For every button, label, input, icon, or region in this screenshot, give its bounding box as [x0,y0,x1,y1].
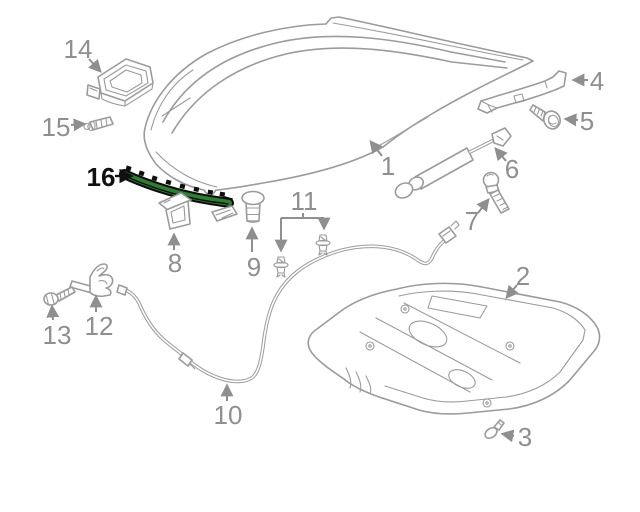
part-label-5: 5 [580,106,594,136]
part-label-15: 15 [42,112,71,142]
part-label-14: 14 [64,34,93,64]
safety-catch-hook-drawing [69,263,114,298]
part-label-1: 1 [381,151,395,181]
hinge-screw-drawing [529,104,561,130]
strut-ball-stud-drawing [482,171,510,214]
callout-arrows [46,58,588,443]
hood-release-cable-drawing [116,220,460,384]
part-label-9: 9 [247,252,261,282]
underhood-lamp-drawing [86,58,154,107]
clip-bracket-drawing [158,192,192,230]
part-label-2: 2 [516,261,530,291]
callout-labels: 1 2 3 4 5 6 7 8 9 10 11 12 13 14 15 16 [42,34,605,452]
part-label-11: 11 [291,186,318,216]
part-label-13: 13 [43,320,72,350]
latch-plate-detail [211,205,238,222]
hood-hinge-drawing [477,70,567,114]
hood-seal-weatherstrip-highlighted [119,165,234,208]
part-label-10: 10 [214,400,243,430]
pad-push-pin-drawing [484,419,505,440]
part-label-7: 7 [465,206,479,236]
latch-bolt-drawing [43,286,76,306]
hood-lift-strut-drawing [394,127,512,199]
hood-bump-stop-drawing [241,190,265,223]
part-label-6: 6 [505,154,519,184]
part-label-8: 8 [168,248,182,278]
part-label-12: 12 [85,311,114,341]
part-label-16-highlighted: 16 [87,162,116,192]
hood-insulation-pad-drawing [307,282,601,415]
cable-clips-drawing [273,213,331,278]
part-label-3: 3 [518,422,532,452]
part-label-4: 4 [590,66,604,96]
hood-panel-drawing [143,16,534,195]
bulb-drawing [83,116,114,131]
